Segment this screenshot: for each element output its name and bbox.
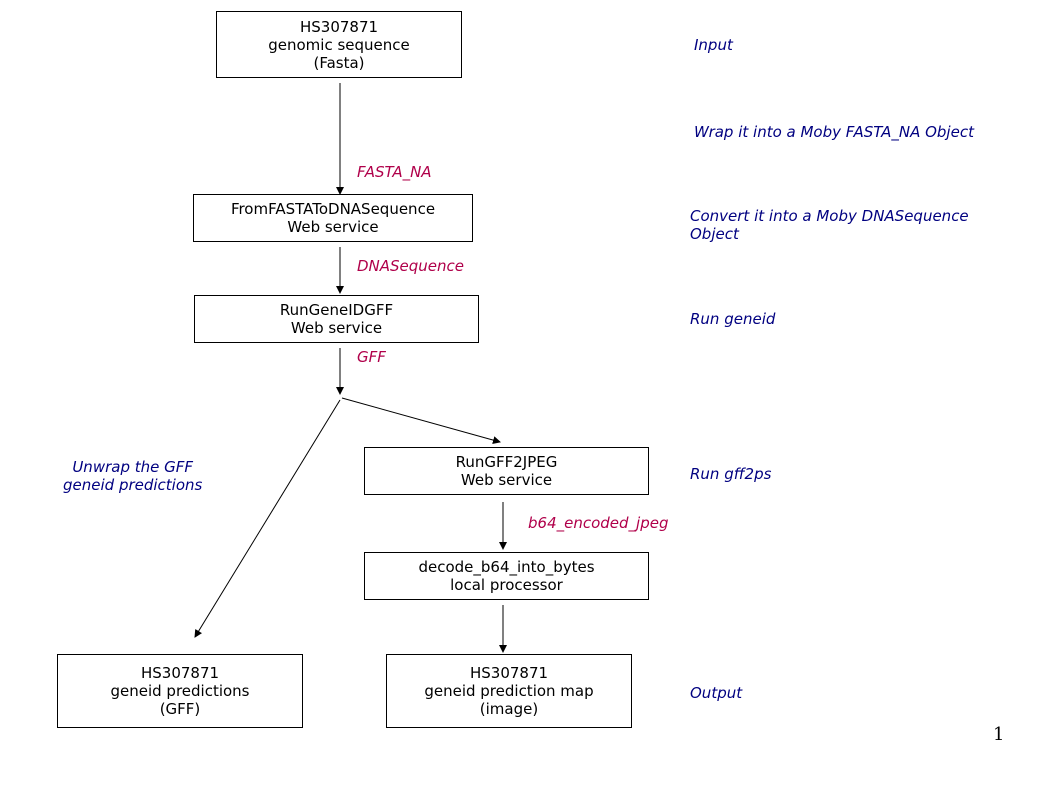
arrow-split-to-gff2jpeg <box>341 397 501 444</box>
note-run-geneid: Run geneid <box>690 310 776 328</box>
arrow-split-to-output-gff <box>194 399 341 638</box>
note-wrap: Wrap it into a Moby FASTA_NA Object <box>694 123 974 141</box>
decode-line1: decode_b64_into_bytes <box>418 558 595 576</box>
run-geneid-line1: RunGeneIDGFF <box>279 301 394 319</box>
run-geneid-line2: Web service <box>290 319 383 337</box>
fasta-to-dna-node: FromFASTAToDNASequence Web service <box>193 194 473 242</box>
edge-label-dna-sequence: DNASequence <box>357 257 465 275</box>
output-gff-line3: (GFF) <box>159 700 201 718</box>
run-gff2jpeg-node: RunGFF2JPEG Web service <box>364 447 649 495</box>
edge-label-b64-jpeg: b64_encoded_jpeg <box>528 514 669 532</box>
input-node: HS307871 genomic sequence (Fasta) <box>216 11 462 78</box>
edge-label-gff: GFF <box>357 348 386 366</box>
output-map-line2: geneid prediction map <box>424 682 594 700</box>
output-gff-line1: HS307871 <box>140 664 220 682</box>
note-output: Output <box>690 684 743 702</box>
output-map-node: HS307871 geneid prediction map (image) <box>386 654 632 728</box>
output-map-line3: (image) <box>479 700 539 718</box>
note-convert-line1: Convert it into a Moby DNASequence <box>690 207 969 225</box>
decode-line2: local processor <box>450 576 563 594</box>
output-gff-node: HS307871 geneid predictions (GFF) <box>57 654 303 728</box>
run-gff2jpeg-line1: RunGFF2JPEG <box>455 453 558 471</box>
fasta-to-dna-line2: Web service <box>287 218 379 236</box>
note-convert-line2: Object <box>690 225 739 243</box>
decode-node: decode_b64_into_bytes local processor <box>364 552 649 600</box>
note-run-gff2ps: Run gff2ps <box>690 465 772 483</box>
input-node-line2: genomic sequence <box>268 35 410 54</box>
edge-label-fasta-na: FASTA_NA <box>357 163 432 181</box>
run-geneid-node: RunGeneIDGFF Web service <box>194 295 479 343</box>
input-node-line1: HS307871 <box>299 17 379 36</box>
output-gff-line2: geneid predictions <box>110 682 250 700</box>
note-unwrap-line1: Unwrap the GFF <box>72 458 193 476</box>
input-node-line3: (Fasta) <box>313 53 365 72</box>
fasta-to-dna-line1: FromFASTAToDNASequence <box>230 200 436 218</box>
output-map-line1: HS307871 <box>469 664 549 682</box>
note-unwrap: Unwrap the GFF geneid predictions <box>63 458 202 494</box>
note-convert: Convert it into a Moby DNASequence Objec… <box>690 207 969 243</box>
run-gff2jpeg-line2: Web service <box>460 471 553 489</box>
note-input: Input <box>694 36 733 54</box>
page-number: 1 <box>993 724 1005 745</box>
note-unwrap-line2: geneid predictions <box>63 476 203 494</box>
